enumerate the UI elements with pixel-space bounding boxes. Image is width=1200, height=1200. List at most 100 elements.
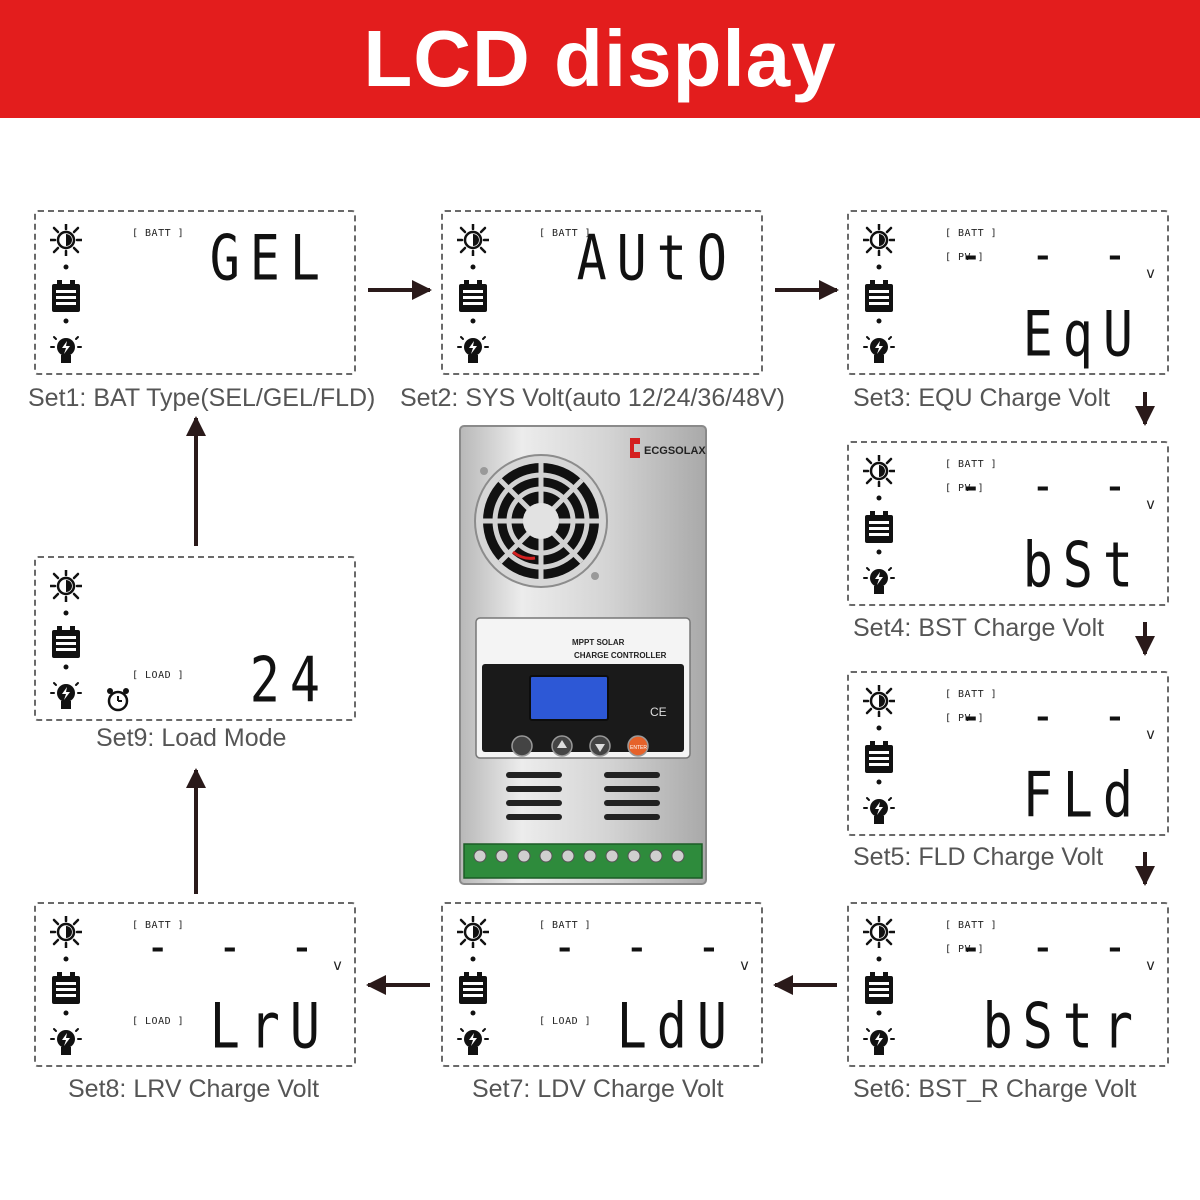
batt-tag: [ BATT ]: [945, 228, 998, 239]
terminal-block: [463, 843, 703, 879]
caption-set2: Set2: SYS Volt(auto 12/24/36/48V): [400, 384, 785, 412]
batt-tag: [ BATT ]: [945, 459, 998, 470]
dot-icon: [876, 1010, 882, 1016]
segment-readout: 24: [249, 644, 330, 717]
enter-label: ENTER: [630, 745, 647, 751]
sun-icon: [457, 224, 489, 256]
batt-tag: [ BATT ]: [539, 920, 592, 931]
lcd-panel-set6: [ BATT ] [ PV ] - - - v bStr: [847, 902, 1169, 1067]
bulb-icon: [50, 682, 82, 710]
pv-tag: [ PV ]: [945, 944, 985, 955]
segment-readout: AUtO: [576, 222, 737, 295]
dot-icon: [63, 318, 69, 324]
dot-icon: [876, 779, 882, 785]
voltage-dashes: - - -: [958, 457, 1139, 515]
bulb-icon: [457, 1028, 489, 1056]
segment-readout: LrU: [209, 990, 330, 1063]
battery-icon: [459, 280, 487, 312]
battery-icon: [865, 741, 893, 773]
batt-tag: [ BATT ]: [539, 228, 592, 239]
lcd-panel-set5: [ BATT ] [ PV ] - - - v FLd: [847, 671, 1169, 836]
device-label-line1: MPPT SOLAR: [572, 638, 625, 647]
sun-icon: [50, 916, 82, 948]
dot-icon: [876, 318, 882, 324]
segment-readout: EqU: [1022, 298, 1143, 371]
volt-unit: v: [1145, 725, 1155, 743]
caption-set4: Set4: BST Charge Volt: [853, 614, 1105, 642]
segment-readout: LdU: [616, 990, 737, 1063]
bulb-icon: [457, 336, 489, 364]
caption-set8: Set8: LRV Charge Volt: [68, 1075, 320, 1103]
sun-icon: [863, 916, 895, 948]
load-tag: [ LOAD ]: [539, 1016, 592, 1027]
sun-icon: [863, 224, 895, 256]
sun-icon: [50, 570, 82, 602]
charge-controller-device: ECGSOLAX MPPT SOLAR CHARGE CONTROLLER CE…: [459, 425, 707, 885]
dot-icon: [876, 956, 882, 962]
segment-readout: GEL: [209, 222, 330, 295]
lcd-panel-set1: [ BATT ] GEL: [34, 210, 356, 375]
dot-icon: [876, 549, 882, 555]
dot-icon: [876, 495, 882, 501]
brand-logo: ECGSOLAX: [630, 438, 706, 458]
device-label-line2: CHARGE CONTROLLER: [574, 651, 667, 660]
battery-icon: [459, 972, 487, 1004]
alarm-clock-icon: [107, 688, 129, 712]
bulb-icon: [863, 567, 895, 595]
dot-icon: [470, 1010, 476, 1016]
dot-icon: [470, 956, 476, 962]
volt-unit: v: [1145, 495, 1155, 513]
caption-set1: Set1: BAT Type(SEL/GEL/FLD): [28, 384, 376, 412]
batt-tag: [ BATT ]: [945, 920, 998, 931]
header-banner: LCD display: [0, 0, 1200, 118]
fan-icon: [474, 454, 608, 588]
vent-slots: [506, 772, 660, 820]
bulb-icon: [50, 1028, 82, 1056]
battery-icon: [52, 972, 80, 1004]
voltage-dashes: - - -: [958, 226, 1139, 284]
dot-icon: [876, 264, 882, 270]
pv-tag: [ PV ]: [945, 483, 985, 494]
enter-button: [627, 735, 649, 757]
battery-icon: [865, 972, 893, 1004]
load-tag: [ LOAD ]: [132, 670, 185, 681]
dot-icon: [63, 610, 69, 616]
sun-icon: [863, 455, 895, 487]
batt-tag: [ BATT ]: [132, 920, 185, 931]
caption-set5: Set5: FLD Charge Volt: [853, 843, 1104, 871]
lcd-panel-set9: [ LOAD ] 24: [34, 556, 356, 721]
voltage-dashes: - - -: [552, 918, 733, 976]
brand-name: ECGSOLAX: [644, 445, 706, 457]
batt-tag: [ BATT ]: [132, 228, 185, 239]
segment-readout: FLd: [1022, 759, 1143, 832]
voltage-dashes: - - -: [145, 918, 326, 976]
dot-icon: [63, 956, 69, 962]
pv-tag: [ PV ]: [945, 713, 985, 724]
bulb-icon: [863, 1028, 895, 1056]
sun-icon: [457, 916, 489, 948]
caption-set9: Set9: Load Mode: [96, 724, 287, 752]
sun-icon: [863, 685, 895, 717]
menu-button: [511, 735, 533, 757]
dot-icon: [876, 725, 882, 731]
dot-icon: [63, 1010, 69, 1016]
ce-mark: CE: [650, 705, 667, 719]
lcd-panel-set8: [ BATT ] [ LOAD ] - - - v LrU: [34, 902, 356, 1067]
lcd-screen: [529, 675, 609, 721]
voltage-dashes: - - -: [958, 687, 1139, 745]
volt-unit: v: [739, 956, 749, 974]
load-tag: [ LOAD ]: [132, 1016, 185, 1027]
caption-set6: Set6: BST_R Charge Volt: [853, 1075, 1137, 1103]
voltage-dashes: - - -: [958, 918, 1139, 976]
dot-icon: [63, 664, 69, 670]
battery-icon: [865, 511, 893, 543]
battery-icon: [52, 626, 80, 658]
volt-unit: v: [1145, 264, 1155, 282]
bulb-icon: [863, 797, 895, 825]
lcd-panel-set7: [ BATT ] [ LOAD ] - - - v LdU: [441, 902, 763, 1067]
dot-icon: [470, 318, 476, 324]
lcd-panel-set3: [ BATT ] [ PV ] - - - v EqU: [847, 210, 1169, 375]
bulb-icon: [50, 336, 82, 364]
batt-tag: [ BATT ]: [945, 689, 998, 700]
dot-icon: [470, 264, 476, 270]
